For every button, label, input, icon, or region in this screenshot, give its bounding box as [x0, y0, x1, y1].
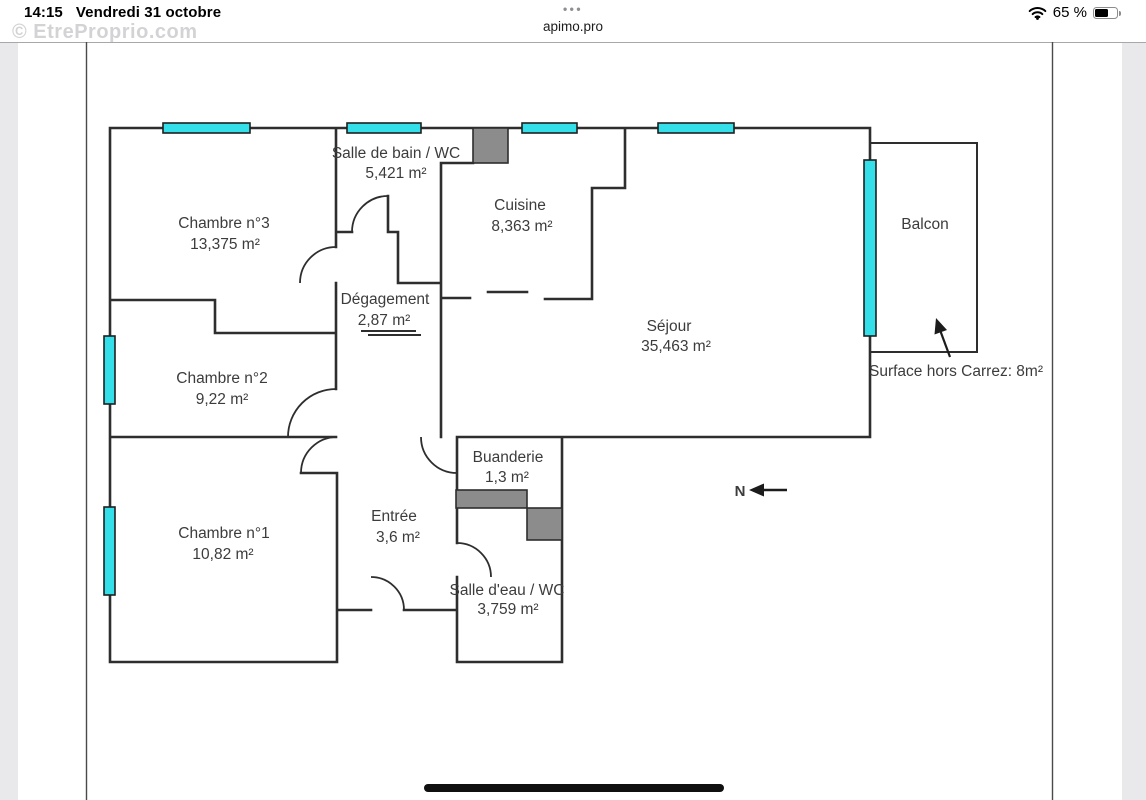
status-bar: 14:15 Vendredi 31 octobre ••• apimo.pro …	[0, 0, 1146, 42]
carrez-arrow	[934, 318, 952, 358]
room-name-showerroom: Salle d'eau / WC	[450, 582, 565, 599]
battery-percent: 65 %	[1052, 4, 1087, 21]
room-area-showerroom: 3,759 m²	[477, 601, 538, 618]
page-edges	[85, 42, 1054, 800]
room-area-bedroom1: 10,82 m²	[192, 546, 253, 563]
left-margin-strip	[0, 42, 18, 800]
windows	[103, 122, 877, 596]
room-name-kitchen: Cuisine	[494, 197, 546, 214]
north-arrow: N	[735, 483, 787, 500]
duct-blocks	[455, 127, 563, 541]
window-bathroom	[346, 122, 422, 134]
room-area-bedroom2: 9,22 m²	[196, 391, 249, 408]
room-area-bathroom: 5,421 m²	[365, 165, 426, 182]
room-area-hallway: 2,87 m²	[358, 312, 411, 329]
balcony-outline	[870, 142, 978, 353]
room-area-kitchen: 8,363 m²	[491, 218, 552, 235]
room-name-bedroom2: Chambre n°2	[176, 370, 268, 387]
tab-overflow-dots-icon[interactable]: •••	[562, 2, 584, 16]
window-living	[657, 122, 735, 134]
battery-fill	[1095, 8, 1109, 17]
carrez-arrow-line	[938, 329, 952, 358]
room-name-living: Séjour	[647, 318, 692, 335]
scale-bar	[424, 784, 724, 792]
room-name-balcony: Balcon	[901, 216, 948, 233]
room-area-entry: 3,6 m²	[376, 529, 420, 546]
room-area-bedroom3: 13,375 m²	[190, 236, 260, 253]
window-bedroom2	[103, 335, 116, 405]
carrez-annotation: Surface hors Carrez: 8m²	[869, 363, 1043, 380]
window-balcony	[863, 159, 877, 337]
window-bedroom3	[162, 122, 251, 134]
wifi-icon	[1028, 6, 1047, 20]
watermark: © EtreProprio.com	[12, 21, 198, 43]
duct-laundry-2	[526, 507, 563, 541]
battery-icon	[1093, 6, 1121, 19]
status-left: 14:15 Vendredi 31 octobre	[24, 4, 221, 21]
window-bedroom1	[103, 506, 116, 596]
room-labels: Chambre n°3 13,375 m² Salle de bain / WC…	[176, 145, 1043, 618]
room-name-hallway: Dégagement	[341, 291, 430, 308]
site-label[interactable]: apimo.pro	[542, 19, 604, 34]
door-arcs	[287, 195, 492, 611]
north-label: N	[735, 483, 746, 500]
room-name-entry: Entrée	[371, 508, 417, 525]
north-arrow-head	[749, 483, 764, 497]
clock: 14:15	[24, 4, 63, 21]
room-name-bedroom3: Chambre n°3	[178, 215, 270, 232]
carrez-arrow-head	[934, 318, 947, 335]
window-kitchen	[521, 122, 578, 134]
room-name-laundry: Buanderie	[473, 449, 544, 466]
right-margin-strip	[1122, 42, 1146, 800]
battery-nub	[1118, 10, 1121, 16]
status-right: 65 %	[1028, 4, 1121, 21]
room-name-bathroom: Salle de bain / WC	[332, 145, 460, 162]
status-center: ••• apimo.pro	[0, 0, 1146, 34]
room-name-bedroom1: Chambre n°1	[178, 525, 270, 542]
duct-top	[472, 127, 509, 164]
degagement-marks	[361, 330, 421, 336]
date-label: Vendredi 31 octobre	[75, 4, 222, 21]
room-area-laundry: 1,3 m²	[485, 469, 529, 486]
room-area-living: 35,463 m²	[641, 338, 711, 355]
duct-laundry-1	[455, 489, 528, 509]
